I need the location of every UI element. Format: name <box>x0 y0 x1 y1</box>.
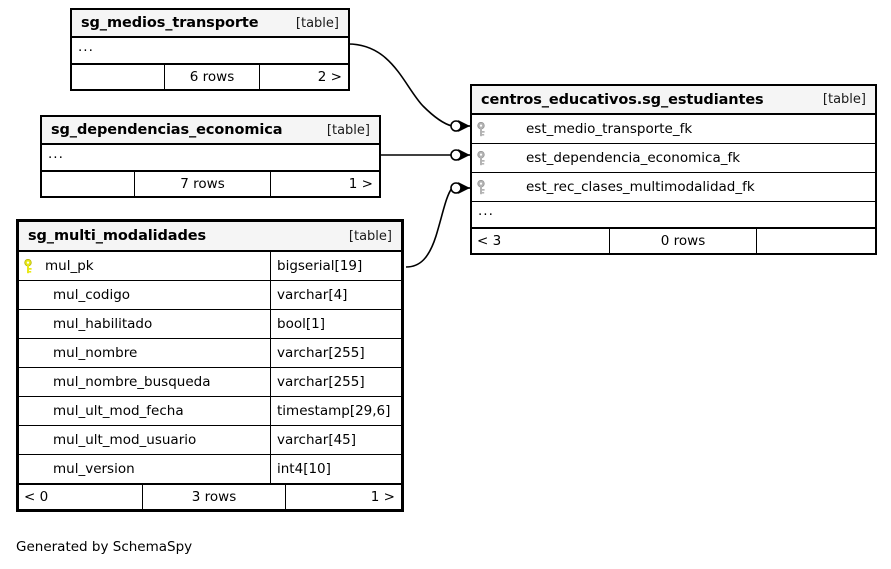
table-ellipsis-row: ... <box>472 202 875 228</box>
footer-rowcount: 0 rows <box>609 229 757 253</box>
foreign-key-icon <box>472 173 492 201</box>
column-type: timestamp[29,6] <box>270 397 401 425</box>
column-name: est_medio_transporte_fk <box>526 121 693 137</box>
footer-children <box>757 229 875 253</box>
table-sg_dependencias_economica[interactable]: sg_dependencias_economica [table] ... 7 … <box>40 115 381 198</box>
table-footer: < 0 3 rows 1 > <box>19 484 401 509</box>
table-row[interactable]: mul_pk bigserial[19] <box>19 252 401 281</box>
table-header: centros_educativos.sg_estudiantes [table… <box>472 86 875 115</box>
generated-by-note: Generated by SchemaSpy <box>16 539 193 555</box>
edge-medios-transporte-to-estudiantes <box>347 43 453 127</box>
table-sg_medios_transporte[interactable]: sg_medios_transporte [table] ... 6 rows … <box>70 8 350 91</box>
table-row[interactable]: est_medio_transporte_fk <box>472 115 875 144</box>
table-type-tag: [table] <box>326 122 370 138</box>
column-name: mul_version <box>53 461 135 477</box>
column-name: mul_ult_mod_usuario <box>53 432 197 448</box>
table-type-tag: [table] <box>295 15 339 31</box>
table-row[interactable]: mul_habilitado bool[1] <box>19 310 401 339</box>
no-key-spacer <box>19 397 39 425</box>
foreign-key-icon <box>472 144 492 172</box>
no-key-spacer <box>19 339 39 367</box>
footer-rowcount: 6 rows <box>164 65 260 89</box>
column-name: est_rec_clases_multimodalidad_fk <box>526 179 755 195</box>
column-type: varchar[45] <box>270 426 401 454</box>
table-row[interactable]: mul_ult_mod_fecha timestamp[29,6] <box>19 397 401 426</box>
column-name: est_dependencia_economica_fk <box>526 150 741 166</box>
table-type-tag: [table] <box>348 228 392 244</box>
table-header: sg_dependencias_economica [table] <box>42 117 379 145</box>
footer-children: 2 > <box>317 69 342 85</box>
table-header: sg_medios_transporte [table] <box>72 10 348 38</box>
column-type: varchar[255] <box>270 339 401 367</box>
ellipsis-text: ... <box>78 38 94 55</box>
table-row[interactable]: est_rec_clases_multimodalidad_fk <box>472 173 875 202</box>
footer-parents: < 3 <box>477 233 502 249</box>
ellipsis-text: ... <box>48 145 64 162</box>
column-name: mul_pk <box>45 258 94 274</box>
footer-parents <box>72 65 164 89</box>
column-name: mul_ult_mod_fecha <box>53 403 184 419</box>
table-footer: < 3 0 rows <box>472 228 875 253</box>
table-title: sg_dependencias_economica <box>51 122 283 138</box>
table-row[interactable]: mul_codigo varchar[4] <box>19 281 401 310</box>
table-title: centros_educativos.sg_estudiantes <box>481 91 764 108</box>
no-key-spacer <box>19 310 39 338</box>
foreign-key-icon <box>472 115 492 143</box>
table-row[interactable]: mul_nombre varchar[255] <box>19 339 401 368</box>
footer-parents: < 0 <box>24 489 49 505</box>
table-row[interactable]: est_dependencia_economica_fk <box>472 144 875 173</box>
footer-children: 1 > <box>370 489 395 505</box>
no-key-spacer <box>19 426 39 454</box>
column-type: int4[10] <box>270 455 401 483</box>
column-name: mul_nombre_busqueda <box>53 374 211 390</box>
column-name: mul_habilitado <box>53 316 153 332</box>
table-row[interactable]: mul_nombre_busqueda varchar[255] <box>19 368 401 397</box>
table-row[interactable]: mul_ult_mod_usuario varchar[45] <box>19 426 401 455</box>
footer-children: 1 > <box>348 176 373 192</box>
table-sg_multi_modalidades[interactable]: sg_multi_modalidades [table] mul_pk bigs… <box>16 219 404 512</box>
table-centros_educativos-sg_estudiantes[interactable]: centros_educativos.sg_estudiantes [table… <box>470 84 877 255</box>
column-type: bool[1] <box>270 310 401 338</box>
footer-rowcount: 7 rows <box>134 172 271 196</box>
edge-multi-modalidades-to-estudiantes <box>405 187 453 268</box>
no-key-spacer <box>19 368 39 396</box>
edge-crowfoot-arrows <box>458 120 470 194</box>
column-name: mul_nombre <box>53 345 138 361</box>
column-type: varchar[255] <box>270 368 401 396</box>
primary-key-icon <box>19 252 39 280</box>
table-row[interactable]: mul_version int4[10] <box>19 455 401 484</box>
no-key-spacer <box>19 281 39 309</box>
table-type-tag: [table] <box>822 92 866 107</box>
ellipsis-text: ... <box>478 202 494 219</box>
column-type: varchar[4] <box>270 281 401 309</box>
table-footer: 6 rows 2 > <box>72 64 348 89</box>
table-ellipsis-row: ... <box>42 145 379 171</box>
no-key-spacer <box>19 455 39 483</box>
footer-rowcount: 3 rows <box>142 485 286 509</box>
edge-endpoint-circles <box>450 120 462 194</box>
table-header: sg_multi_modalidades [table] <box>19 222 401 252</box>
table-title: sg_multi_modalidades <box>28 228 206 244</box>
edge-connector-stubs <box>461 125 470 189</box>
footer-parents <box>42 172 134 196</box>
table-title: sg_medios_transporte <box>81 15 259 31</box>
column-name: mul_codigo <box>53 287 131 303</box>
table-footer: 7 rows 1 > <box>42 171 379 196</box>
table-ellipsis-row: ... <box>72 38 348 64</box>
column-type: bigserial[19] <box>270 252 401 280</box>
